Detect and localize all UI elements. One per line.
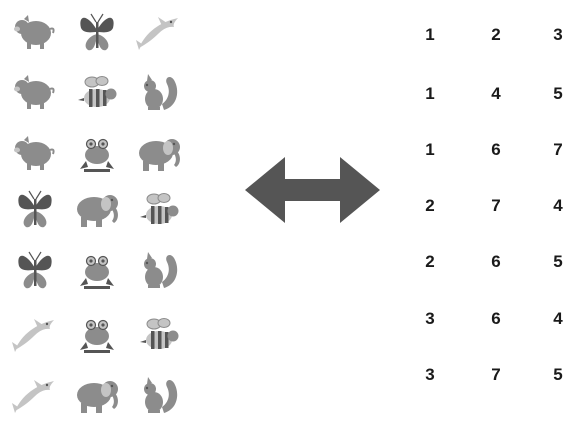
number-cell: 1 bbox=[415, 84, 445, 104]
number-cell: 5 bbox=[543, 252, 573, 272]
dolphin-icon bbox=[10, 373, 60, 417]
number-cell: 1 bbox=[415, 140, 445, 160]
squirrel-icon bbox=[134, 70, 184, 114]
pig-icon bbox=[10, 70, 60, 114]
number-cell: 7 bbox=[481, 365, 511, 385]
number-cell: 2 bbox=[481, 25, 511, 45]
number-cell: 2 bbox=[415, 196, 445, 216]
number-cell: 4 bbox=[481, 84, 511, 104]
number-cell: 4 bbox=[543, 309, 573, 329]
number-cell: 3 bbox=[415, 365, 445, 385]
bee-icon bbox=[72, 70, 122, 114]
number-cell: 6 bbox=[481, 309, 511, 329]
elephant-icon bbox=[134, 131, 184, 175]
number-cell: 3 bbox=[415, 309, 445, 329]
frog-icon bbox=[72, 312, 122, 356]
butterfly-icon bbox=[72, 10, 122, 54]
number-cell: 7 bbox=[481, 196, 511, 216]
frog-icon bbox=[72, 248, 122, 292]
frog-icon bbox=[72, 131, 122, 175]
elephant-icon bbox=[72, 187, 122, 231]
number-cell: 1 bbox=[415, 25, 445, 45]
number-cell: 3 bbox=[543, 25, 573, 45]
number-cell: 6 bbox=[481, 252, 511, 272]
number-cell: 2 bbox=[415, 252, 445, 272]
pig-icon bbox=[10, 10, 60, 54]
butterfly-icon bbox=[10, 187, 60, 231]
number-cell: 6 bbox=[481, 140, 511, 160]
dolphin-icon bbox=[10, 312, 60, 356]
arrow-shape bbox=[245, 157, 380, 223]
pig-icon bbox=[10, 131, 60, 175]
squirrel-icon bbox=[134, 373, 184, 417]
number-cell: 7 bbox=[543, 140, 573, 160]
bee-icon bbox=[134, 187, 184, 231]
squirrel-icon bbox=[134, 248, 184, 292]
butterfly-icon bbox=[10, 248, 60, 292]
bee-icon bbox=[134, 312, 184, 356]
number-cell: 5 bbox=[543, 84, 573, 104]
number-cell: 5 bbox=[543, 365, 573, 385]
elephant-icon bbox=[72, 373, 122, 417]
double-headed-arrow-icon bbox=[245, 155, 380, 225]
dolphin-icon bbox=[134, 10, 184, 54]
number-cell: 4 bbox=[543, 196, 573, 216]
